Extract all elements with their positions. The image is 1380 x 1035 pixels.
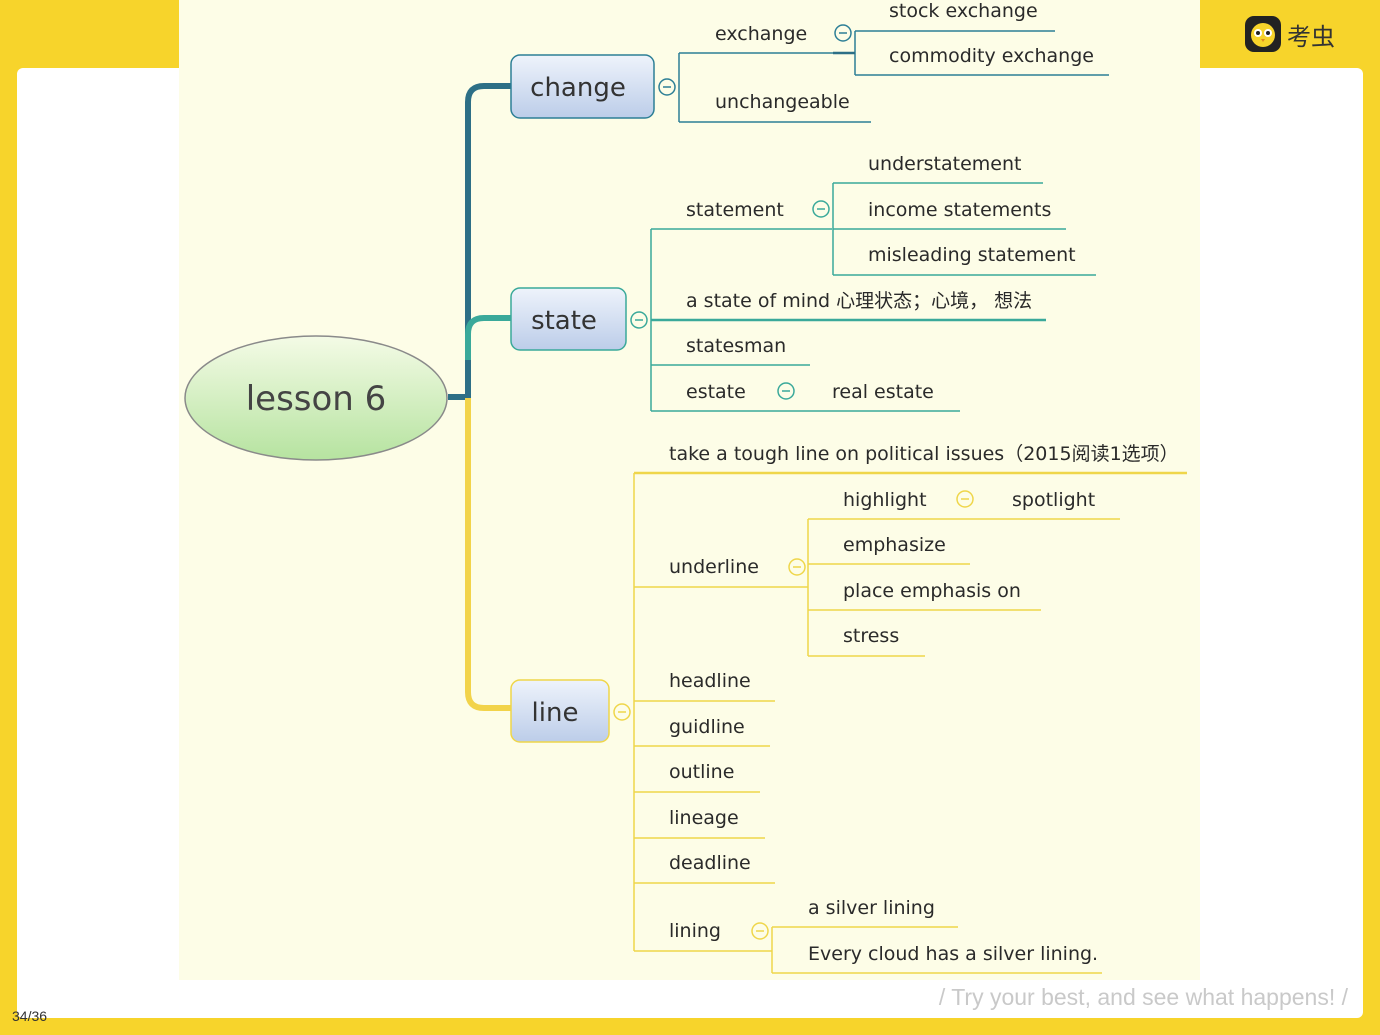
branch-line: [465, 398, 511, 711]
node-statement[interactable]: statement: [686, 199, 784, 221]
node-emphasize[interactable]: emphasize: [843, 534, 946, 556]
node-exchange[interactable]: exchange: [715, 23, 807, 45]
node-outline[interactable]: outline: [669, 761, 734, 783]
node-real-estate[interactable]: real estate: [832, 381, 934, 403]
chick-face-icon: [1245, 16, 1281, 52]
topic-change[interactable]: change: [510, 54, 655, 119]
collapse-underline-button[interactable]: [788, 558, 806, 576]
collapse-line-button[interactable]: [613, 703, 631, 721]
collapse-change-button[interactable]: [658, 78, 676, 96]
mindmap-panel: lesson 6 change state line exchange stoc…: [179, 0, 1200, 980]
node-statesman[interactable]: statesman: [686, 335, 786, 357]
topic-state-label: state: [531, 306, 597, 336]
node-silver-lining[interactable]: a silver lining: [808, 897, 935, 919]
collapse-statement-button[interactable]: [812, 200, 830, 218]
collapse-lining-button[interactable]: [751, 922, 769, 940]
collapse-state-button[interactable]: [630, 311, 648, 329]
collapse-highlight-button[interactable]: [956, 490, 974, 508]
change-connectors: [678, 30, 1109, 123]
node-underline[interactable]: underline: [669, 556, 759, 578]
node-spotlight[interactable]: spotlight: [1012, 489, 1095, 511]
root-label: lesson 6: [246, 379, 387, 419]
topic-state[interactable]: state: [510, 287, 627, 351]
root-node[interactable]: lesson 6: [184, 335, 448, 461]
node-guidline[interactable]: guidline: [669, 716, 745, 738]
topic-change-label: change: [530, 73, 626, 103]
collapse-exchange-button[interactable]: [834, 24, 852, 42]
collapse-estate-button[interactable]: [777, 382, 795, 400]
node-headline[interactable]: headline: [669, 670, 751, 692]
node-lineage[interactable]: lineage: [669, 807, 739, 829]
node-commodity-exchange[interactable]: commodity exchange: [889, 45, 1094, 67]
node-unchangeable[interactable]: unchangeable: [715, 91, 850, 113]
node-misleading-statement[interactable]: misleading statement: [868, 244, 1076, 266]
node-tough-line[interactable]: take a tough line on political issues（20…: [669, 443, 1179, 465]
node-income-statements[interactable]: income statements: [868, 199, 1051, 221]
node-deadline[interactable]: deadline: [669, 852, 751, 874]
node-place-emphasis-on[interactable]: place emphasis on: [843, 580, 1021, 602]
topic-line-label: line: [532, 698, 579, 728]
branch-change: [448, 83, 511, 400]
node-every-cloud[interactable]: Every cloud has a silver lining.: [808, 943, 1098, 965]
footer-motto: / Try your best, and see what happens! /: [938, 984, 1348, 1010]
node-stock-exchange[interactable]: stock exchange: [889, 0, 1038, 22]
state-connectors: [650, 182, 1096, 412]
brand-logo: 考虫: [1245, 16, 1335, 52]
mindmap-diagram: lesson 6 change state line exchange stoc…: [184, 0, 1187, 974]
brand-logo-text: 考虫: [1287, 22, 1335, 51]
topic-line[interactable]: line: [510, 679, 610, 743]
node-estate[interactable]: estate: [686, 381, 746, 403]
page-number: 34/36: [12, 1008, 48, 1024]
node-state-of-mind[interactable]: a state of mind 心理状态；心境， 想法: [686, 290, 1032, 312]
node-lining[interactable]: lining: [669, 920, 721, 942]
branch-state: [465, 315, 511, 360]
node-stress[interactable]: stress: [843, 625, 899, 647]
node-highlight[interactable]: highlight: [843, 489, 927, 511]
line-connectors: [633, 473, 1120, 974]
node-understatement[interactable]: understatement: [868, 153, 1021, 175]
